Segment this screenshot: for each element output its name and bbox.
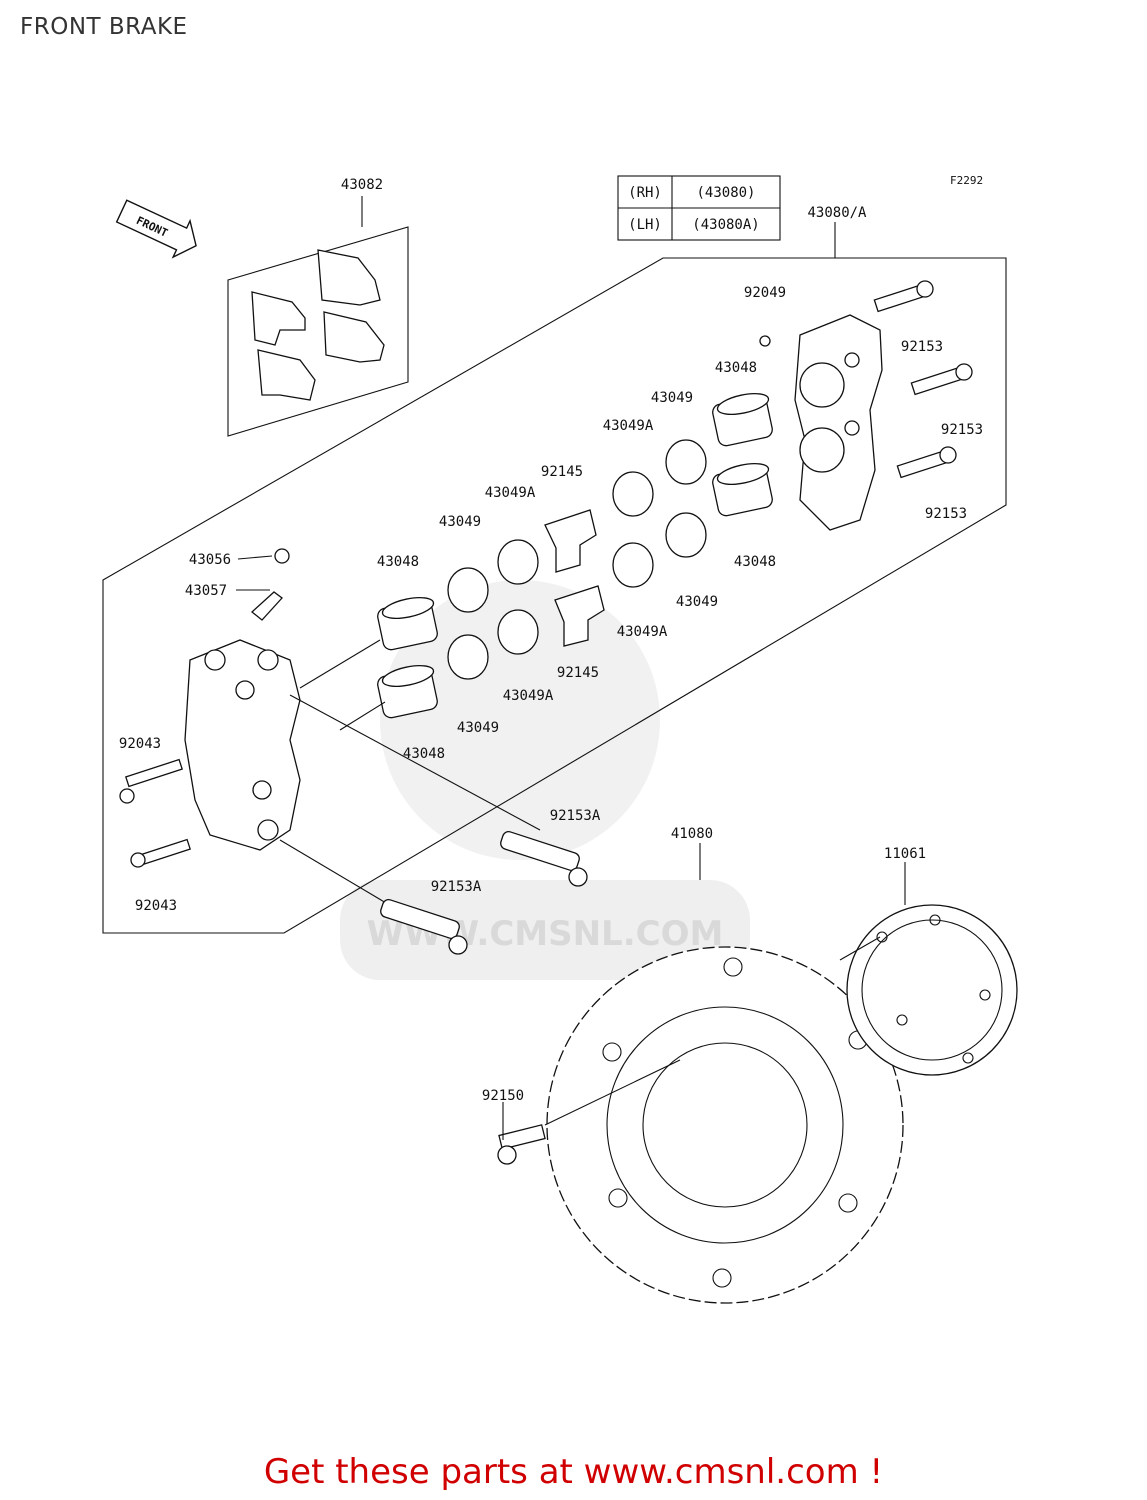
footer-link[interactable]: Get these parts at www.cmsnl.com ! [263,1452,884,1492]
brake-pad-3 [317,249,381,306]
label-shim: 11061 [884,846,926,862]
label-disc-bolt: 92150 [482,1088,524,1104]
label-caliper: 43080/A [807,205,867,221]
bolt-92153-1 [873,280,934,313]
label-bleed-cap: 92049 [744,285,786,301]
label-spring-top: 92145 [541,464,583,480]
bolt-92153-3 [896,446,957,479]
label-nut: 43056 [189,552,231,568]
figure-code: F2292 [950,174,983,187]
seal-a-left-2 [497,609,539,655]
label-disc: 41080 [671,826,713,842]
bleed-cap [759,335,771,347]
seal-a-left-1 [497,539,539,585]
seal-a-right-2 [612,542,654,588]
label-seal-l1: 43049 [439,514,481,530]
piston-right-1 [712,393,773,447]
label-pad-set: 43082 [341,177,383,193]
pin-92153a-2 [380,898,468,955]
disc-shim [846,904,1018,1076]
pad-spring-bottom [554,585,605,647]
bolt-92153-2 [910,363,973,396]
piston-left-1 [377,597,438,651]
label-seal-r2: 43049 [676,594,718,610]
part-rh: (43080) [696,185,755,201]
part-lh: (43080A) [692,217,759,233]
label-bolt-top-1: 92153 [901,339,943,355]
caliper-assembly-frame [102,257,1007,934]
label-piston-r1: 43048 [715,360,757,376]
label-spring-bottom: 92145 [557,665,599,681]
pad-set-group: 43082 [227,177,409,437]
disc-bolt [497,1124,546,1165]
label-bleeder: 43057 [185,583,227,599]
side-table: (RH) (43080) (LH) (43080A) [617,175,781,241]
label-pin-1: 92153A [550,808,601,824]
brake-pad-4 [323,311,385,363]
front-arrow-icon: FRONT [115,199,197,259]
brake-disc [546,946,904,1304]
label-bolt-left-1: 92043 [119,736,161,752]
bolt-92043-1 [119,758,183,804]
seal-a-right-1 [612,471,654,517]
label-bolt-top-3: 92153 [925,506,967,522]
label-seal-a-l1: 43049A [485,485,536,501]
pad-spring-top [544,509,597,573]
label-piston-l1: 43048 [377,554,419,570]
label-bolt-left-2: 92043 [135,898,177,914]
label-seal-a-r2: 43049A [617,624,668,640]
seal-left-1 [447,567,489,613]
bleeder [250,591,283,621]
seal-right-1 [665,439,707,485]
label-piston-l2: 43048 [403,746,445,762]
label-bolt-top-2: 92153 [941,422,983,438]
pin-92153a-1 [500,830,588,887]
label-pin-2: 92153A [431,879,482,895]
label-seal-r1: 43049 [651,390,693,406]
brake-pad-2 [257,349,316,401]
label-seal-a-r1: 43049A [603,418,654,434]
caliper-right [794,314,883,531]
seal-left-2 [447,634,489,680]
label-piston-r2: 43048 [734,554,776,570]
seal-right-2 [665,512,707,558]
nut [274,548,290,564]
page-title: FRONT BRAKE [20,14,188,40]
bolt-92043-2 [130,838,191,868]
caliper-left [184,639,301,851]
piston-left-2 [377,665,438,719]
piston-right-2 [712,463,773,517]
label-seal-l2: 43049 [457,720,499,736]
side-rh: (RH) [628,185,662,201]
side-lh: (LH) [628,217,662,233]
brake-pad-1 [251,291,306,346]
label-seal-a-l2: 43049A [503,688,554,704]
